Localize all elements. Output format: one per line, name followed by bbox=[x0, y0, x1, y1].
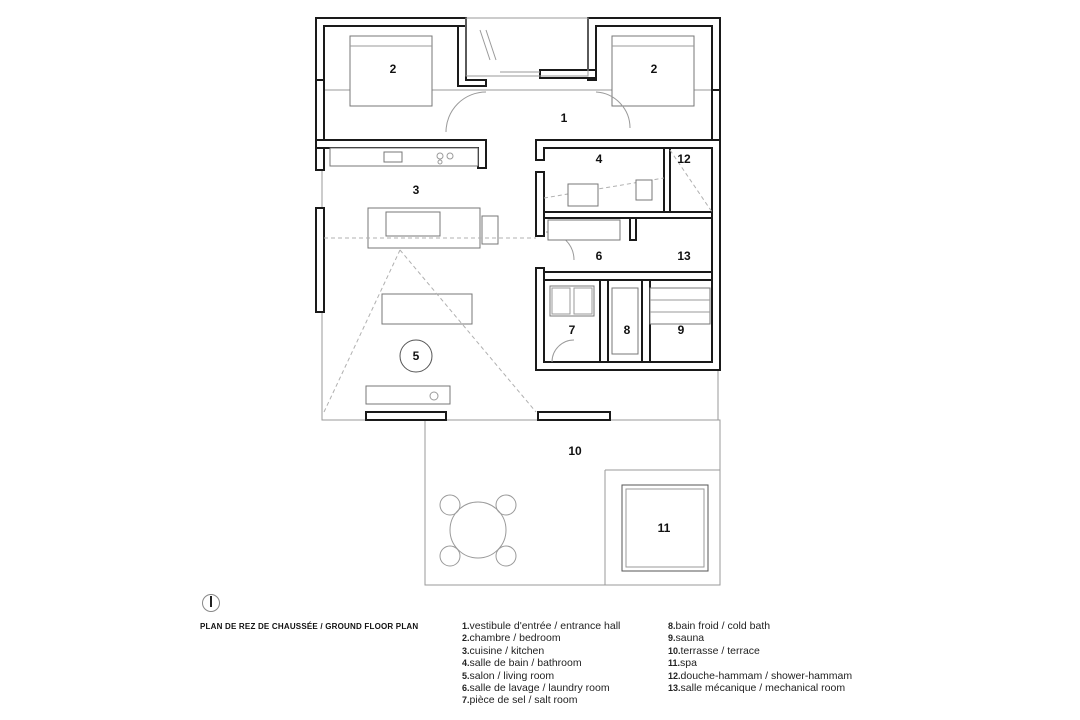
room-labels: 2 2 1 3 4 12 6 13 7 8 9 5 10 11 bbox=[390, 62, 691, 535]
legend-item: 1.vestibule d'entrée / entrance hall bbox=[462, 620, 621, 632]
bed-left bbox=[349, 35, 433, 107]
living-furniture bbox=[365, 293, 473, 405]
legend-item: 3.cuisine / kitchen bbox=[462, 644, 545, 657]
legend-item: 12.douche-hammam / shower-hammam bbox=[668, 669, 853, 682]
label-cold-bath: 8 bbox=[624, 323, 631, 337]
doors bbox=[445, 91, 631, 363]
label-laundry: 6 bbox=[596, 249, 603, 263]
kitchen-island bbox=[367, 207, 499, 249]
label-salt-room: 7 bbox=[569, 323, 576, 337]
label-kitchen: 3 bbox=[413, 183, 420, 197]
plan-title: PLAN DE REZ DE CHAUSSÉE / GROUND FLOOR P… bbox=[200, 622, 419, 631]
label-bedroom-left: 2 bbox=[390, 62, 397, 76]
legend-item: 9.sauna bbox=[668, 632, 705, 645]
legend-column-2: 8.bain froid / cold bath 9.sauna 10.terr… bbox=[668, 620, 852, 694]
kitchen-counter bbox=[329, 147, 479, 167]
spa-tub bbox=[621, 484, 709, 572]
legend-item: 10.terrasse / terrace bbox=[668, 644, 760, 657]
legend-item: 4.salle de bain / bathroom bbox=[462, 657, 582, 670]
legend-item: 11.spa bbox=[668, 657, 697, 670]
legend-item: 8.bain froid / cold bath bbox=[668, 620, 771, 632]
label-sauna: 9 bbox=[678, 323, 685, 337]
outdoor-table bbox=[439, 494, 517, 567]
bed-right bbox=[611, 35, 695, 107]
legend-item: 7.pièce de sel / salt room bbox=[462, 694, 578, 707]
legend-item: 13.salle mécanique / mechanical room bbox=[668, 682, 846, 695]
legend-item: 5.salon / living room bbox=[462, 669, 555, 682]
north-arrow-icon bbox=[202, 594, 220, 612]
label-bedroom-right: 2 bbox=[651, 62, 658, 76]
label-spa: 11 bbox=[658, 521, 671, 535]
label-bathroom: 4 bbox=[596, 152, 603, 166]
legend-item: 6.salle de lavage / laundry room bbox=[462, 682, 610, 695]
label-mechanical: 13 bbox=[677, 249, 691, 263]
label-shower-hammam: 12 bbox=[677, 152, 691, 166]
label-terrace: 10 bbox=[568, 444, 582, 458]
legend-column-1: 1.vestibule d'entrée / entrance hall 2.c… bbox=[462, 620, 620, 707]
legend-item: 2.chambre / bedroom bbox=[462, 632, 561, 645]
bath-fixtures bbox=[547, 179, 711, 355]
entrance-stairs bbox=[465, 17, 589, 77]
label-living-room: 5 bbox=[413, 349, 420, 363]
label-entrance-hall: 1 bbox=[561, 111, 568, 125]
